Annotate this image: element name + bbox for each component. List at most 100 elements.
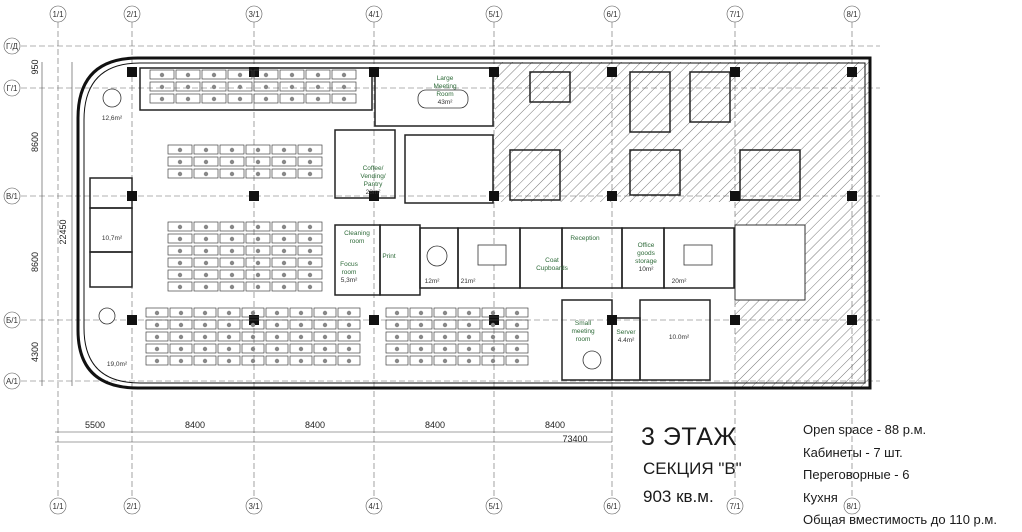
desk <box>305 69 331 80</box>
dimension-horizontal: 8400 <box>305 420 325 430</box>
desk <box>289 319 313 330</box>
desk <box>167 144 193 155</box>
desk <box>167 221 193 232</box>
chair <box>229 147 235 153</box>
chair <box>466 334 472 340</box>
chair <box>307 159 313 165</box>
structural-column <box>127 67 137 77</box>
chair <box>315 72 321 78</box>
structural-column <box>127 315 137 325</box>
desk <box>241 307 265 318</box>
chair <box>250 334 256 340</box>
floor-title: 3 ЭТАЖ <box>641 423 738 451</box>
dimension-horizontal: 8400 <box>425 420 445 430</box>
stats-list: Open space - 88 р.м. Кабинеты - 7 шт. Пе… <box>803 419 997 532</box>
desk <box>193 144 219 155</box>
chair <box>442 310 448 316</box>
structural-column <box>847 191 857 201</box>
room-name: Meeting <box>433 83 457 90</box>
desk <box>337 307 361 318</box>
chair <box>203 224 209 230</box>
desk <box>331 69 357 80</box>
room-name: Room <box>436 91 453 98</box>
room-name: goods <box>637 250 655 257</box>
chair <box>289 96 295 102</box>
stat-capacity: Общая вместимость до 110 р.м. <box>803 512 997 527</box>
grid-bubble <box>726 497 744 515</box>
section-label: СЕКЦИЯ "B" <box>643 459 742 478</box>
desk <box>145 331 169 342</box>
desk <box>167 257 193 268</box>
room-area: 19,0m² <box>107 361 128 368</box>
chair <box>226 358 232 364</box>
desk <box>481 355 505 366</box>
dimension-horizontal: 8400 <box>545 420 565 430</box>
room-name: Small <box>575 320 592 327</box>
dimension-total: 73400 <box>562 434 587 444</box>
chair <box>322 346 328 352</box>
chair <box>229 236 235 242</box>
room-name: meeting <box>571 328 595 335</box>
grid-row-label: В/1 <box>6 192 19 201</box>
desk <box>169 331 193 342</box>
desk <box>481 319 505 330</box>
grid-column-label: 3/1 <box>248 502 260 511</box>
desk <box>297 156 323 167</box>
chair <box>490 334 496 340</box>
desk <box>313 319 337 330</box>
stat-openspace: Open space - 88 р.м. <box>803 422 927 437</box>
chair <box>255 260 261 266</box>
desk <box>409 319 433 330</box>
desk <box>241 355 265 366</box>
chair <box>394 358 400 364</box>
desk <box>505 355 529 366</box>
chair <box>185 96 191 102</box>
desk <box>219 144 245 155</box>
desk <box>271 221 297 232</box>
chair <box>263 96 269 102</box>
desk <box>253 81 279 92</box>
desk <box>457 343 481 354</box>
desk <box>385 307 409 318</box>
grid-row-label: Г/1 <box>6 84 18 93</box>
chair <box>203 284 209 290</box>
desk <box>219 221 245 232</box>
room-name: Reception <box>570 235 600 242</box>
desk <box>227 93 253 104</box>
desk <box>297 245 323 256</box>
dimension-vertical: 4300 <box>30 342 40 362</box>
desk <box>219 233 245 244</box>
dimension-lines <box>41 62 612 443</box>
desk <box>245 221 271 232</box>
chair <box>514 334 520 340</box>
area-label: 903 кв.м. <box>643 487 714 506</box>
desk <box>169 355 193 366</box>
stat-offices: Кабинеты - 7 шт. <box>803 444 903 460</box>
desk <box>337 319 361 330</box>
chair <box>346 310 352 316</box>
grid-bubble <box>365 497 383 515</box>
room-area: 10,7m² <box>102 235 123 242</box>
desk <box>271 281 297 292</box>
dimension-horizontal: 5500 <box>85 420 105 430</box>
chair <box>229 224 235 230</box>
room-name: Large <box>437 75 454 82</box>
desk <box>505 331 529 342</box>
desk <box>457 319 481 330</box>
desk <box>217 307 241 318</box>
chair <box>154 358 160 364</box>
desk <box>241 343 265 354</box>
desk <box>331 93 357 104</box>
chair <box>226 310 232 316</box>
grid-column-label: 7/1 <box>729 502 741 511</box>
desk <box>433 319 457 330</box>
chair <box>274 358 280 364</box>
desk <box>505 319 529 330</box>
desk <box>289 343 313 354</box>
desk <box>409 307 433 318</box>
desk <box>271 144 297 155</box>
room-area: 12m² <box>425 278 441 285</box>
desk <box>219 245 245 256</box>
structural-column <box>847 315 857 325</box>
